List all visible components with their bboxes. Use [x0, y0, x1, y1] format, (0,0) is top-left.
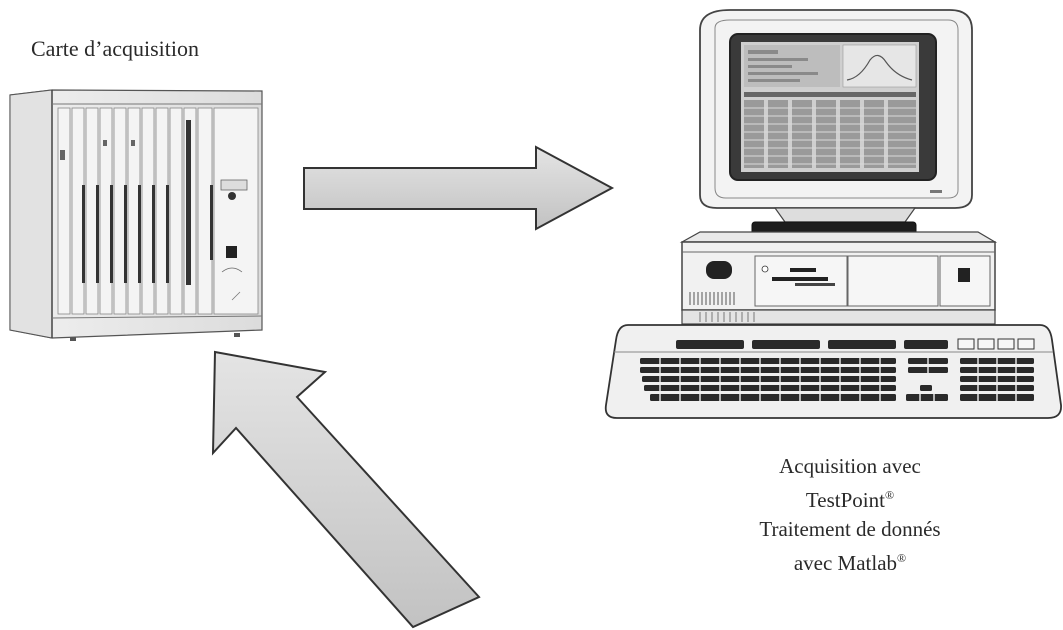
registered-mark: ® [884, 488, 895, 502]
keyboard-icon [604, 324, 1062, 419]
computer-caption: Acquisition avec TestPoint® Traitement d… [690, 452, 1010, 578]
caption-line-3: Traitement de donnés [759, 517, 941, 541]
acquisition-rack-icon [9, 89, 263, 341]
rack-label: Carte d’acquisition [31, 36, 200, 61]
desktop-computer-icon [679, 9, 998, 325]
flow-arrow-diagonal [211, 350, 481, 629]
caption-line-2: TestPoint® [690, 481, 1010, 515]
flow-arrow-right [303, 145, 615, 231]
caption-line-1: Acquisition avec [779, 454, 921, 478]
registered-mark: ® [897, 551, 907, 565]
caption-line-4: avec Matlab® [690, 544, 1010, 578]
testpoint-text: TestPoint [805, 488, 885, 512]
matlab-text: avec Matlab [793, 551, 898, 575]
